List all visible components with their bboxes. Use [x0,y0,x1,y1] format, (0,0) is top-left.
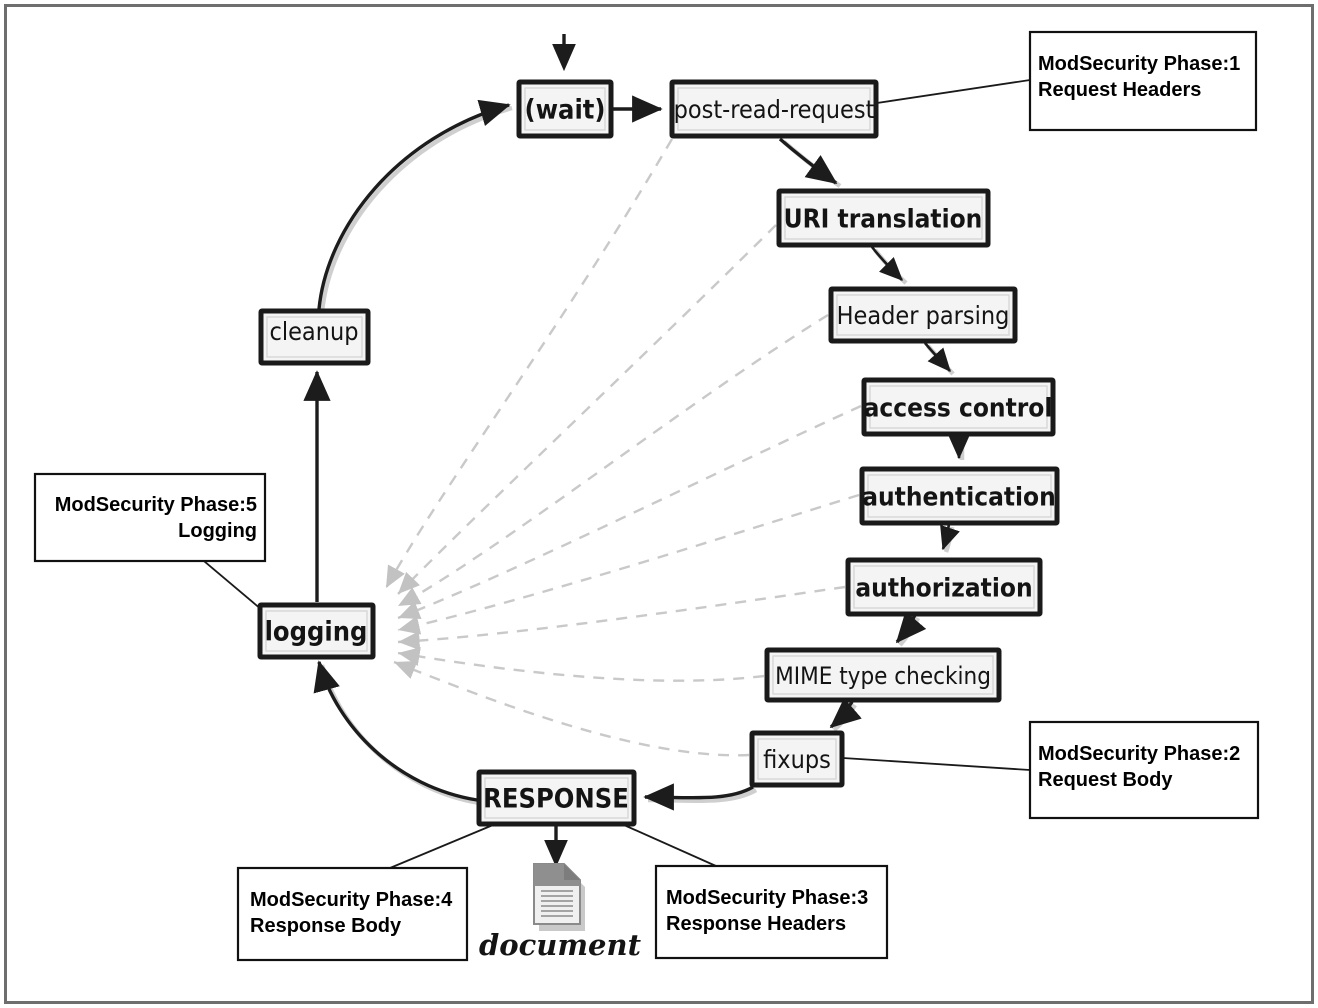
node-uri-translation[interactable]: URI translation [776,188,991,248]
node-logging-label: logging [265,617,368,648]
node-response[interactable]: RESPONSE [476,769,637,827]
note-leader-lines [203,79,1031,869]
note-phase2: ModSecurity Phase:2 Request Body [1028,720,1260,820]
edge-post-read-request-to-uri-translation [778,137,838,185]
node-wait-label: (wait) [525,95,606,126]
node-cleanup-label: cleanup [269,317,358,346]
dashed-arrow-access-control-to-logging [397,404,862,620]
node-fixups-label: fixups [763,745,831,774]
edge-mime-type-checking-to-fixups [829,697,862,729]
flow-edges [303,34,970,868]
note-phase5: ModSecurity Phase:5 Logging [33,472,267,563]
node-post-read-request-label: post-read-request [674,95,875,124]
node-authorization-label: authorization [855,574,1032,604]
node-access-control[interactable]: access control [861,377,1056,437]
note-phase2-line2: Request Body [1038,769,1173,791]
note-phase4: ModSecurity Phase:4 Response Body [236,866,469,962]
process-nodes: (wait) post-read-request URI translation… [257,79,1060,827]
note-phase4-line1: ModSecurity Phase:4 [250,889,453,911]
dashed-arrow-header-parsing-to-logging [397,313,829,608]
node-authorization[interactable]: authorization [845,557,1043,617]
document-page-icon [533,863,585,931]
node-access-control-label: access control [864,394,1053,424]
dashed-arrow-fixups-to-logging [393,660,750,757]
node-cleanup[interactable]: cleanup [258,308,371,366]
leader-phase1 [876,79,1031,104]
edge-authorization-to-mime-type-checking [895,611,927,644]
node-fixups[interactable]: fixups [749,730,845,788]
node-wait[interactable]: (wait) [516,79,614,139]
node-authentication[interactable]: authentication [859,466,1060,526]
node-post-read-request[interactable]: post-read-request [669,79,879,139]
node-mime-type-checking-label: MIME type checking [775,662,991,690]
dashed-arrow-mime-type-checking-to-logging [397,647,765,682]
note-phase3-line2: Response Headers [666,913,846,935]
document-label: document [479,928,642,962]
node-header-parsing-label: Header parsing [837,301,1010,330]
edge-uri-translation-to-header-parsing [870,246,903,281]
dashed-arrow-uri-translation-to-logging [397,224,777,595]
leader-phase2 [842,757,1031,771]
dashed-arrow-authentication-to-logging [397,493,860,635]
dashed-arrow-authorization-to-logging [397,585,846,651]
node-header-parsing[interactable]: Header parsing [828,286,1018,344]
node-authentication-label: authentication [862,483,1056,513]
note-phase3: ModSecurity Phase:3 Response Headers [654,864,889,960]
node-mime-type-checking[interactable]: MIME type checking [764,647,1002,703]
note-phase3-line1: ModSecurity Phase:3 [666,887,868,909]
edge-header-parsing-to-access-control [924,342,951,372]
dashed-logging-arrows [384,138,862,757]
edge-authentication-to-authorization [940,523,960,551]
note-phase2-line1: ModSecurity Phase:2 [1038,743,1240,765]
edge-fixups-to-response [643,783,754,811]
note-phase1-line1: ModSecurity Phase:1 [1038,53,1240,75]
leader-phase4 [389,824,494,869]
node-response-label: RESPONSE [483,784,629,815]
edge-cleanup-to-wait [317,99,511,310]
edge-response-to-logging [313,660,478,802]
note-phase1: ModSecurity Phase:1 Request Headers [1028,30,1258,132]
node-uri-translation-label: URI translation [784,205,983,235]
note-phase1-line2: Request Headers [1038,79,1201,101]
note-phase5-line2: Logging [178,520,257,542]
node-logging[interactable]: logging [257,602,376,660]
dashed-arrow-post-read-request-to-logging [384,138,674,589]
leader-phase5 [203,560,263,611]
leader-phase3 [623,824,717,867]
note-phase5-line1: ModSecurity Phase:5 [55,494,257,516]
note-phase4-line2: Response Body [250,915,402,937]
